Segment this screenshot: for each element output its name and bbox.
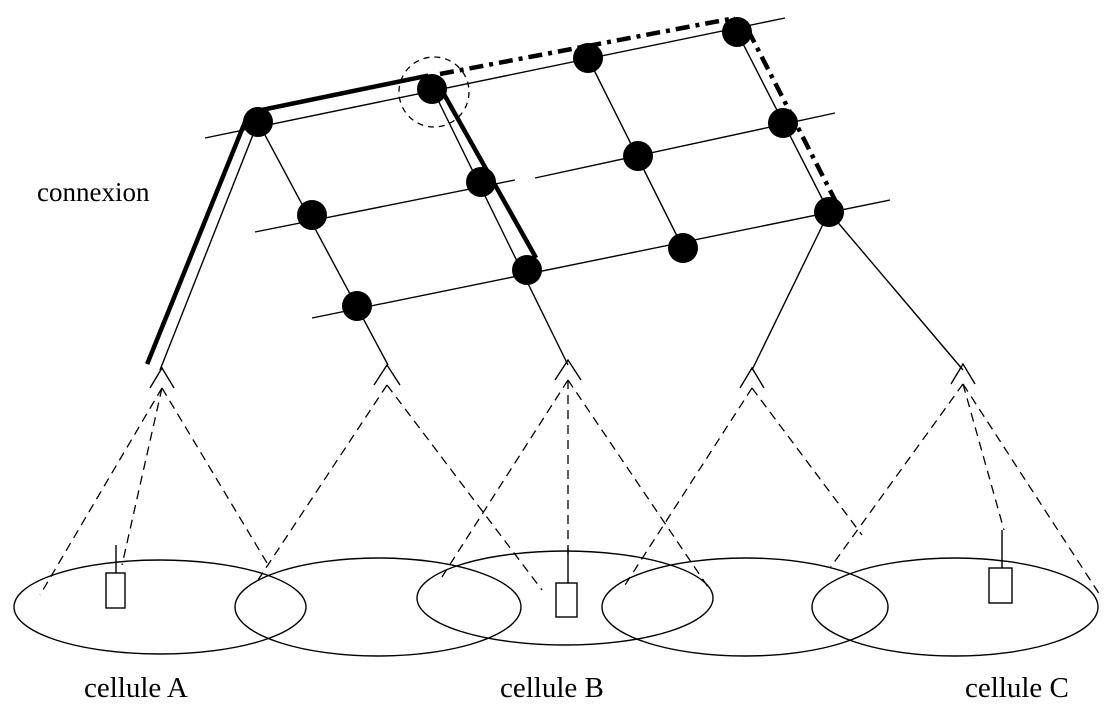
switch-node xyxy=(297,200,327,230)
cell-ellipse xyxy=(811,557,1099,657)
mobiles xyxy=(105,530,1013,618)
antennas xyxy=(149,358,976,389)
switch-nodes xyxy=(243,17,844,321)
coverage-line xyxy=(439,379,569,581)
grid-col-1 xyxy=(257,121,389,366)
highlighted-node-ring xyxy=(398,56,470,128)
mobile-terminal-icon xyxy=(555,582,578,618)
grid-row-3 xyxy=(311,199,891,319)
connexion-segment-1 xyxy=(145,119,248,365)
mobile-terminal-icon xyxy=(105,572,126,609)
switch-node xyxy=(243,107,273,137)
grid-columns xyxy=(257,31,830,366)
coverage-line xyxy=(257,384,388,581)
switch-node xyxy=(512,255,542,285)
coverage-line xyxy=(161,387,271,569)
switch-node xyxy=(668,233,698,263)
grid-rows xyxy=(204,17,891,319)
coverage-line xyxy=(567,379,711,591)
cell-c-label: cellule C xyxy=(965,672,1069,704)
switch-node xyxy=(342,291,372,321)
link-antenna-1 xyxy=(159,121,259,371)
antenna-icon xyxy=(739,366,765,389)
coverage-line xyxy=(829,383,964,569)
link-antenna-5 xyxy=(828,211,964,371)
connexion-label: connexion xyxy=(37,177,150,207)
coverage-line xyxy=(962,383,1005,531)
grid-row-1 xyxy=(204,17,786,139)
grid-col-2 xyxy=(431,87,569,366)
antenna-icon xyxy=(149,366,175,389)
switch-node xyxy=(623,141,653,171)
cell-b-label: cellule B xyxy=(500,672,604,704)
coverage-line xyxy=(39,387,163,596)
cell-ellipse xyxy=(601,557,889,657)
coverage-lines xyxy=(39,379,1101,596)
switch-node xyxy=(722,17,752,47)
cell-ellipse xyxy=(234,557,522,657)
antenna-icon xyxy=(554,358,582,381)
switch-node xyxy=(814,197,844,227)
cell-ellipse xyxy=(13,559,307,655)
switch-node xyxy=(573,43,603,73)
cells xyxy=(13,550,1099,657)
connexion-segment-2 xyxy=(249,73,429,115)
link-antenna-4 xyxy=(751,211,830,371)
switch-node xyxy=(466,167,496,197)
cell-a-label: cellule A xyxy=(84,672,188,704)
switch-node xyxy=(768,108,798,138)
coverage-line xyxy=(751,387,863,536)
switch-node xyxy=(417,74,447,104)
connexion-path xyxy=(145,73,539,365)
coverage-line xyxy=(624,387,753,586)
antenna-icon xyxy=(950,362,976,385)
antenna-icon xyxy=(373,363,401,386)
coverage-line xyxy=(962,383,1101,596)
coverage-line xyxy=(386,384,543,591)
coverage-line xyxy=(121,387,163,566)
antenna-links xyxy=(159,121,964,371)
cell-ellipse xyxy=(416,550,714,646)
mobile-terminal-icon xyxy=(988,567,1013,604)
